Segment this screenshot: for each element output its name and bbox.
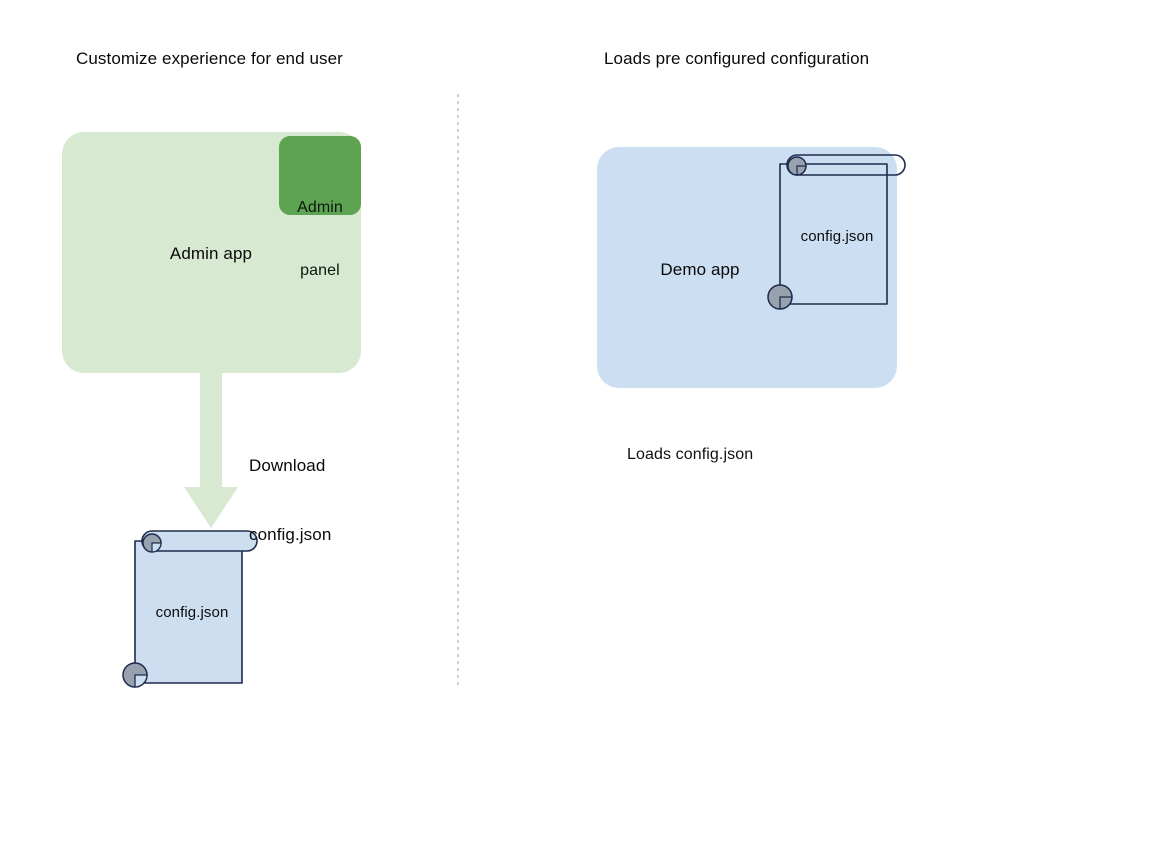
left-config-json-scroll[interactable] bbox=[122, 530, 258, 688]
download-arrow-label-line1: Download bbox=[249, 456, 326, 475]
download-arrow bbox=[184, 360, 238, 528]
demo-app-label: Demo app bbox=[660, 260, 740, 279]
demo-app-box[interactable] bbox=[597, 147, 897, 388]
left-panel-title: Customize experience for end user bbox=[76, 49, 343, 68]
left-scroll-filename: config.json bbox=[155, 604, 229, 621]
download-arrow-label: Download config.json bbox=[249, 408, 331, 569]
right-scroll-filename: config.json bbox=[800, 228, 874, 245]
admin-app-label: Admin app bbox=[169, 244, 253, 263]
admin-panel-label-line1: Admin bbox=[297, 199, 343, 216]
download-arrow-label-line2: config.json bbox=[249, 525, 332, 544]
admin-panel-label: Admin panel bbox=[279, 155, 361, 302]
right-panel-caption: Loads config.json bbox=[627, 446, 754, 463]
right-panel-title: Loads pre configured configuration bbox=[604, 49, 870, 68]
admin-panel-label-line2: panel bbox=[300, 262, 340, 279]
right-config-json-scroll[interactable] bbox=[767, 154, 906, 310]
admin-panel-box[interactable] bbox=[279, 136, 361, 215]
